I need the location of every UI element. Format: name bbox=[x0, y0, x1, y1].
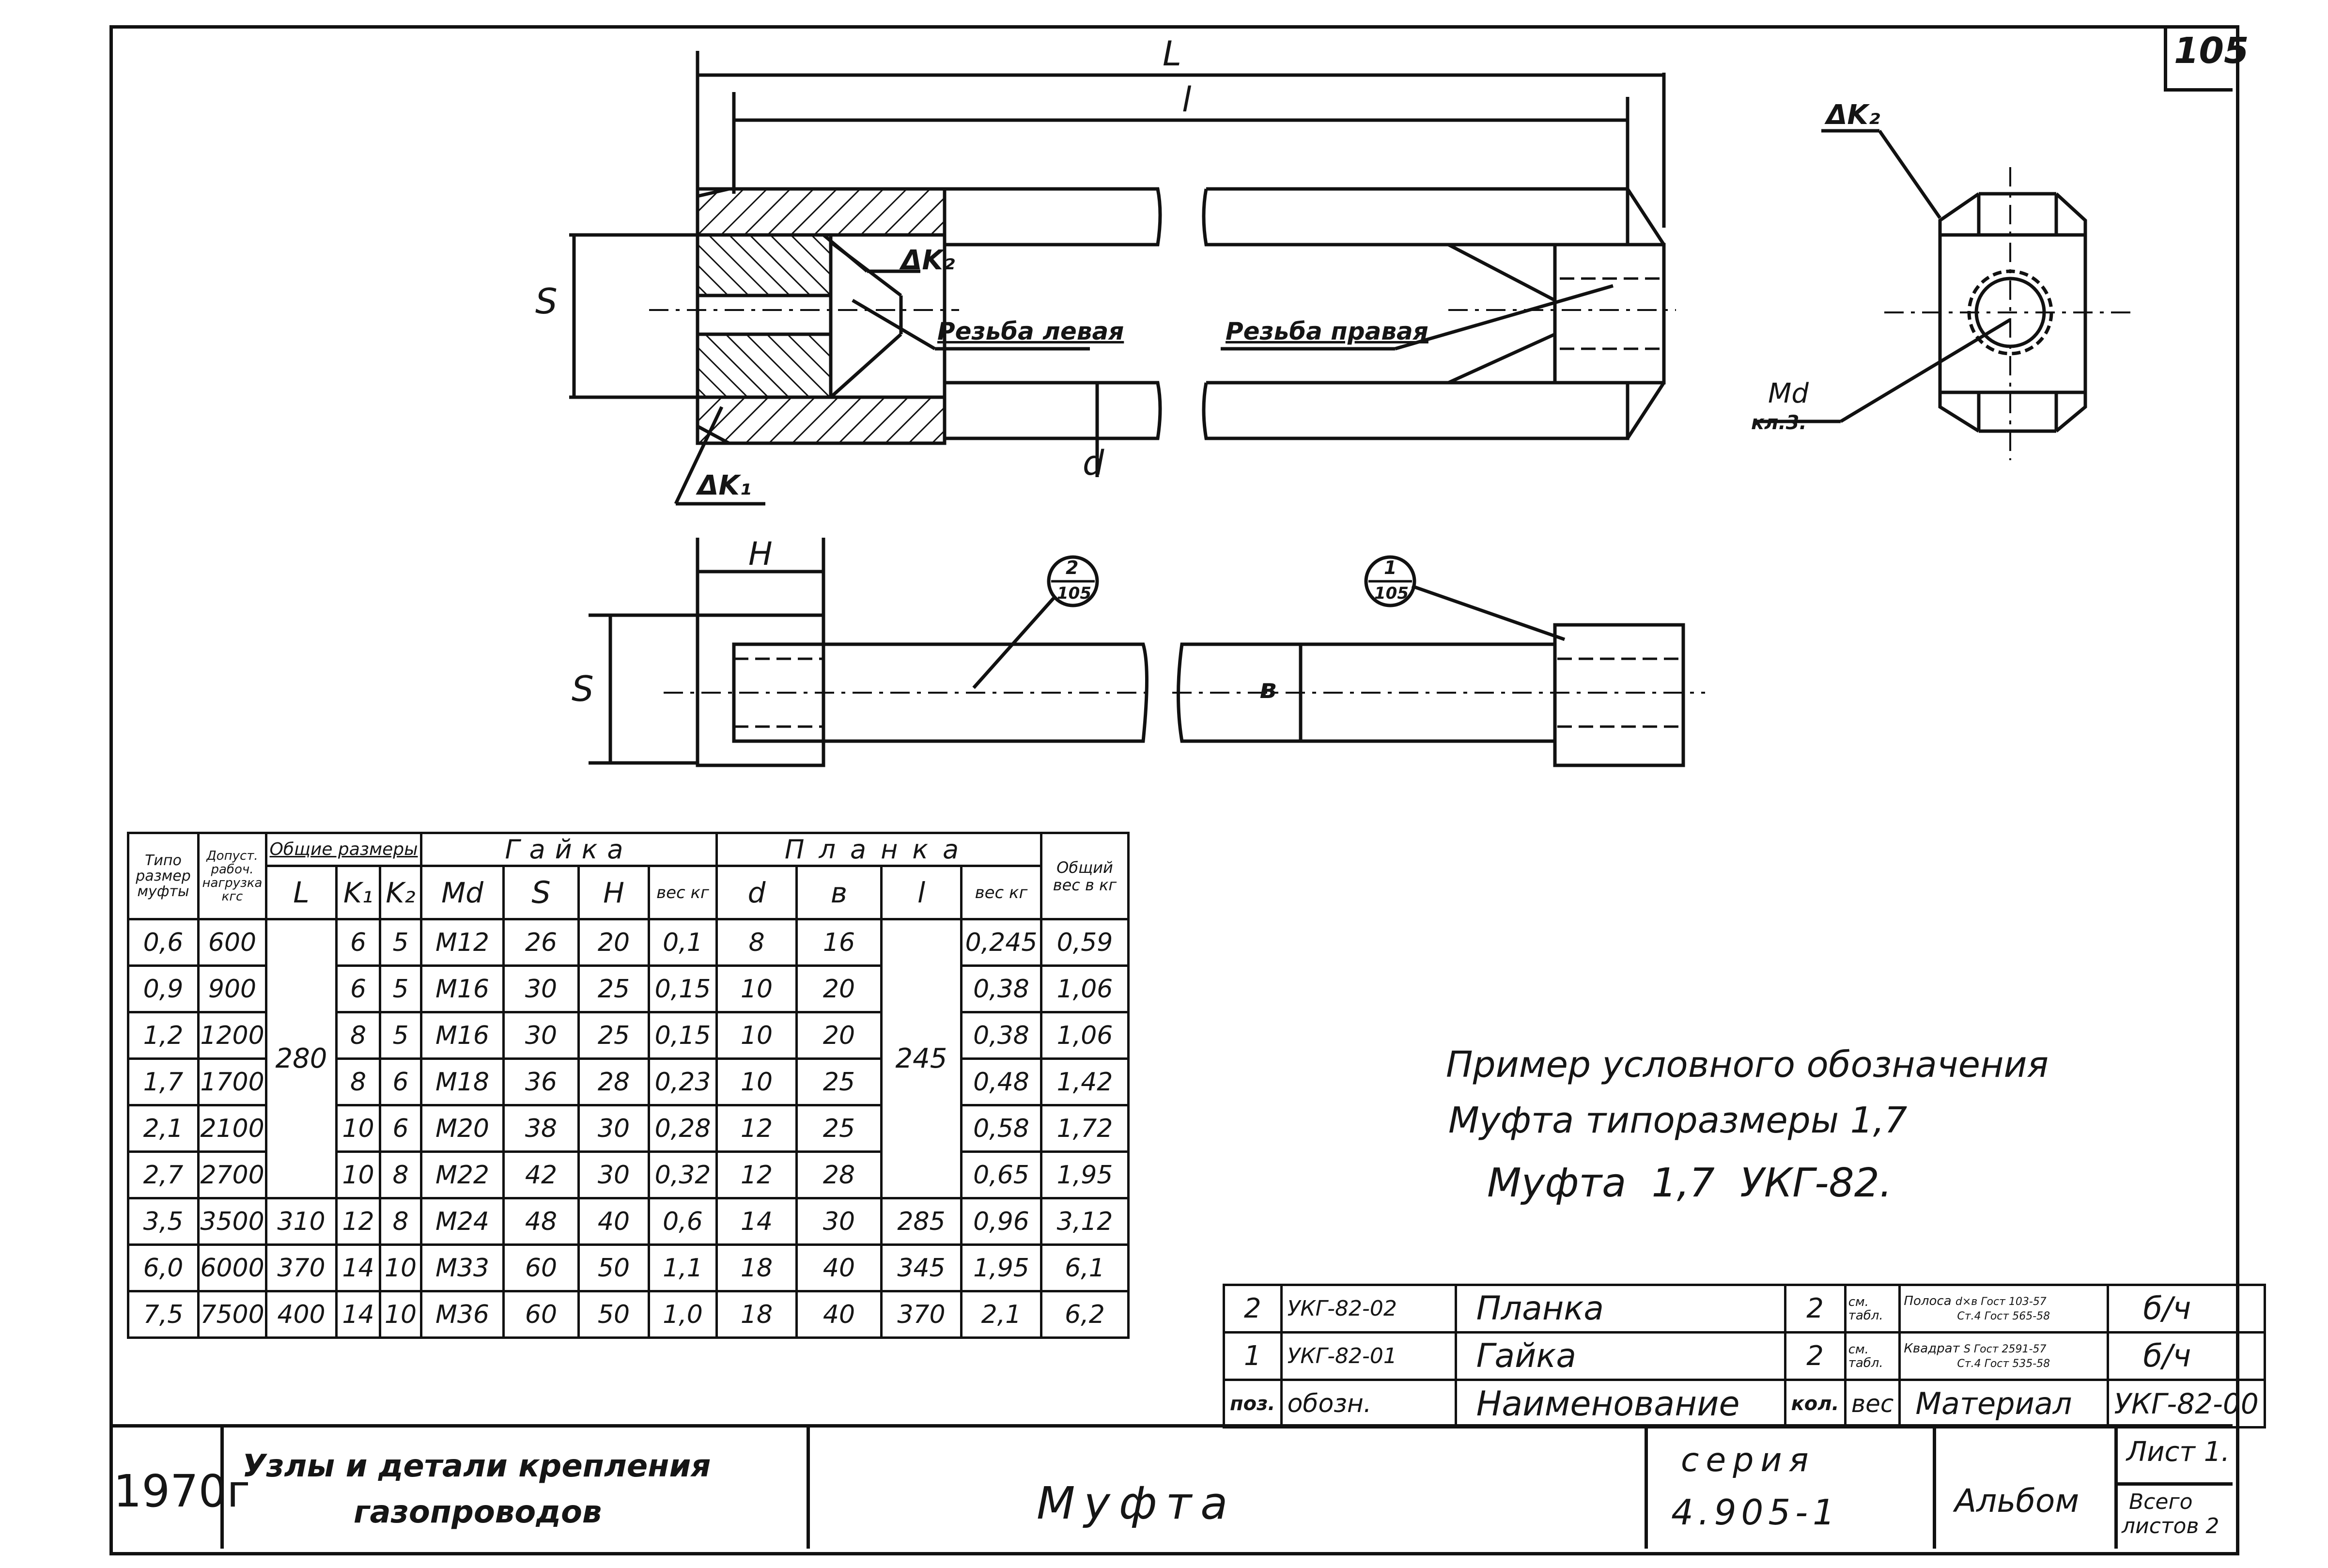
weld-k2-side-label: ΔK₂ bbox=[1826, 99, 1880, 131]
col-K2: K₂ bbox=[379, 865, 422, 920]
col-total: Общий вес в кг bbox=[1040, 832, 1130, 920]
title-block-divider-1 bbox=[220, 1424, 224, 1549]
cell-L-280: 280 bbox=[265, 918, 338, 1199]
title-block-divider-3 bbox=[1645, 1424, 1648, 1549]
parts-list: 2 УКГ-82-02 Планка 2 см.табл. Полоса d×в… bbox=[1223, 1284, 2266, 1428]
thread-class-label: кл.3. bbox=[1751, 412, 1807, 434]
album-label: Альбом bbox=[1955, 1482, 2080, 1520]
parts-row: 1 УКГ-82-01 Гайка 2 см.табл. Квадрат S Г… bbox=[1223, 1331, 2266, 1381]
title-block-divider-6 bbox=[2114, 1482, 2233, 1486]
sheet-label: Лист 1. bbox=[2126, 1436, 2230, 1468]
total-label: Всего bbox=[2129, 1490, 2193, 1514]
thread-left-label: Резьба левая bbox=[937, 317, 1124, 345]
col-plate: Планка bbox=[715, 832, 1042, 867]
col-b: в bbox=[795, 865, 883, 920]
coupling-drawing bbox=[569, 51, 2131, 767]
thread-md-label: Md bbox=[1768, 378, 1809, 409]
year-label: 1970г bbox=[113, 1465, 250, 1517]
total-value: листов 2 bbox=[2122, 1514, 2219, 1538]
col-S: S bbox=[502, 865, 580, 920]
callout-2-denominator: 105 bbox=[1057, 584, 1091, 603]
cell-l-245: 245 bbox=[880, 918, 962, 1199]
example-line-3: Муфта 1,7 УКГ-82. bbox=[1487, 1160, 1892, 1206]
drawing-frame bbox=[109, 25, 2239, 1555]
dimension-H-label: H bbox=[748, 535, 773, 573]
parts-row: 2 УКГ-82-02 Планка 2 см.табл. Полоса d×в… bbox=[1223, 1284, 2266, 1334]
callout-1-numerator: 1 bbox=[1384, 557, 1397, 578]
title-block-divider-5 bbox=[2114, 1424, 2118, 1549]
callout-1-denominator: 105 bbox=[1374, 584, 1409, 603]
example-line-2: Муфта типоразмеры 1,7 bbox=[1448, 1100, 1908, 1141]
dimension-S-lower-label: S bbox=[572, 668, 594, 709]
thread-right-label: Резьба правая bbox=[1226, 317, 1428, 345]
size-table: Типо размер муфты Допуст. рабоч. нагрузк… bbox=[127, 832, 1130, 1339]
dimension-l-label: l bbox=[1182, 80, 1192, 120]
col-overall: Общие размеры bbox=[265, 832, 422, 867]
col-type: Типо размер муфты bbox=[127, 832, 200, 920]
col-H: H bbox=[577, 865, 650, 920]
col-plate-weight: вес кг bbox=[960, 865, 1042, 920]
example-line-1: Пример условного обозначения bbox=[1446, 1044, 2049, 1086]
series-number: 4.905-1 bbox=[1671, 1492, 1840, 1533]
title-block-divider-4 bbox=[1933, 1424, 1936, 1549]
weld-k2-label: ΔK₂ bbox=[901, 245, 955, 276]
col-L: L bbox=[265, 865, 338, 920]
col-Md: Md bbox=[420, 865, 505, 920]
dimension-d-label: d bbox=[1083, 443, 1104, 483]
sheet-number-box bbox=[2164, 25, 2233, 92]
col-d: d bbox=[715, 865, 798, 920]
col-nut: Гайка bbox=[420, 832, 718, 867]
col-l: l bbox=[880, 865, 962, 920]
series-label: серия bbox=[1681, 1441, 1816, 1479]
subject-line-1: Узлы и детали крепления bbox=[242, 1448, 711, 1484]
col-load: Допуст. рабоч. нагрузка кгс bbox=[197, 832, 267, 920]
dimension-L-label: L bbox=[1163, 34, 1181, 74]
drawing-name: Муфта bbox=[1037, 1477, 1237, 1529]
parts-header-row: поз. обозн. Наименование кол. вес Матери… bbox=[1223, 1379, 2266, 1428]
weld-k1-label: ΔK₁ bbox=[698, 470, 752, 501]
title-block-divider-2 bbox=[807, 1424, 810, 1549]
sheet-number: 105 bbox=[2174, 30, 2249, 72]
dimension-S-label: S bbox=[535, 281, 558, 322]
subject-line-2: газопроводов bbox=[354, 1494, 602, 1530]
callout-2-numerator: 2 bbox=[1066, 557, 1079, 578]
col-nut-weight: вес кг bbox=[648, 865, 718, 920]
plate-width-label: в bbox=[1259, 673, 1277, 705]
title-block bbox=[109, 1424, 2233, 1552]
col-K1: K₁ bbox=[335, 865, 381, 920]
